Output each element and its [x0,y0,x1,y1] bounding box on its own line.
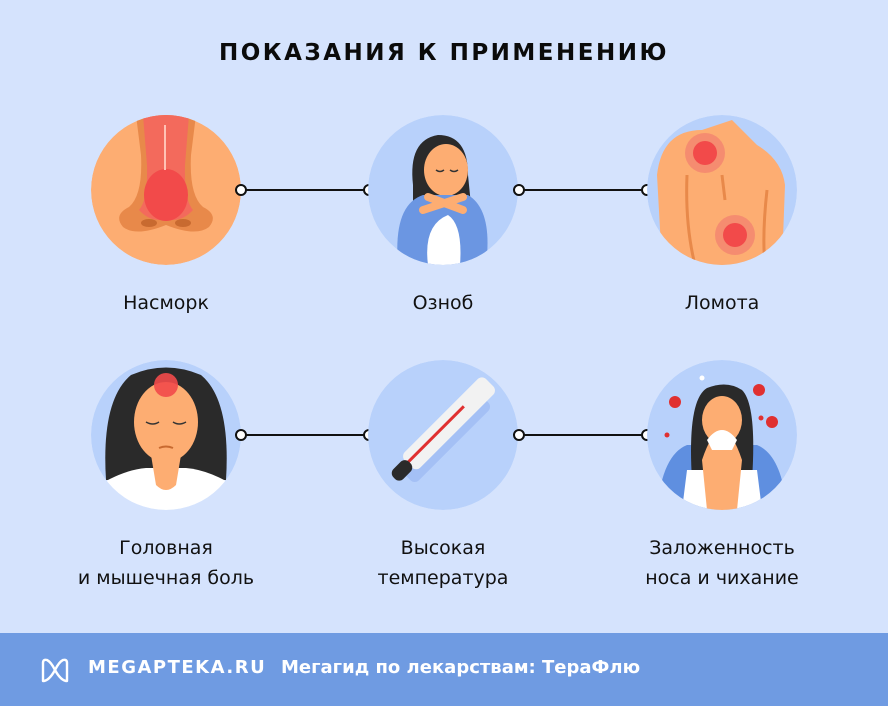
body-ache-icon [647,115,797,265]
brand-link[interactable]: MEGAPTEKA.RU [88,657,267,678]
indication-label-headache: Головная и мышечная боль [77,537,255,589]
footer-bar [0,633,888,706]
indication-label-runny-nose: Насморк [123,292,209,314]
indication-label-congestion: Заложенность носа и чихание [645,537,799,589]
connector-line [245,189,365,191]
footer-tagline: Мегагид по лекарствам: ТераФлю [281,657,641,678]
indication-label-chills: Озноб [412,292,474,314]
chills-icon [368,115,518,265]
headache-icon [91,360,241,510]
runny-nose-icon [91,115,241,265]
sneezing-icon [647,360,797,510]
indication-label-body-ache: Ломота [684,292,760,314]
page-title: ПОКАЗАНИЯ К ПРИМЕНЕНИЮ [219,40,669,66]
connector-line [245,434,365,436]
connector-line [523,189,643,191]
connector-dot [513,429,525,441]
indication-label-fever: Высокая температура [377,537,509,589]
thermometer-icon [368,360,518,510]
connector-dot [235,184,247,196]
connector-dot [513,184,525,196]
connector-dot [235,429,247,441]
connector-line [523,434,643,436]
megapteka-logo-icon[interactable] [39,657,71,687]
